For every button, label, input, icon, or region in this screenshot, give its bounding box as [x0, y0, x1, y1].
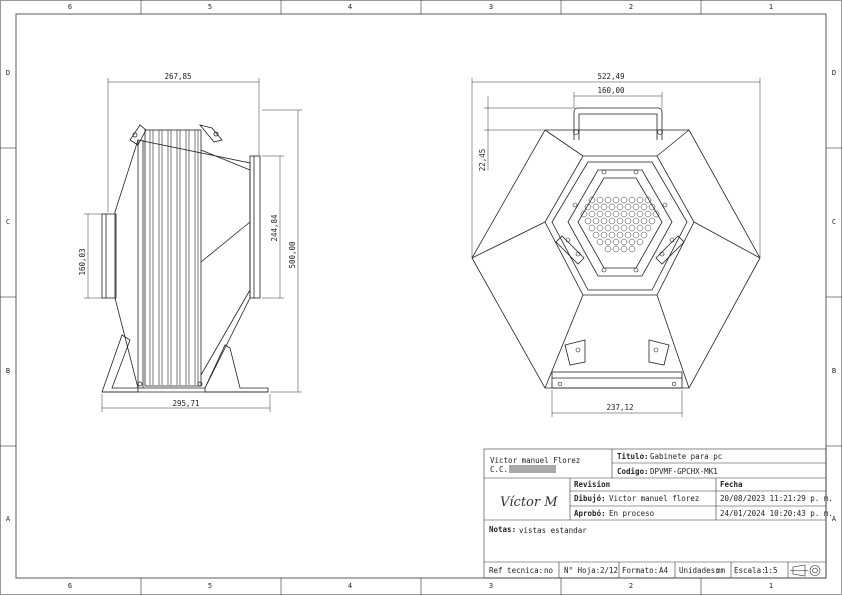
zone-col-label: 1 — [769, 582, 773, 590]
zone-row-label: C — [832, 218, 836, 226]
zone-row-label: D — [6, 69, 10, 77]
dim-front-handle-width: 160,00 — [597, 86, 625, 95]
title-label: Titulo: — [617, 452, 649, 461]
sheet-value: 2/12 — [600, 566, 618, 575]
dim-side-front-height: 160,03 — [78, 248, 87, 275]
author-name: Victor manuel Florez — [490, 456, 580, 465]
drew-value: Victor manuel florez — [609, 494, 699, 503]
title-block — [483, 448, 827, 579]
units-label: Unidades: — [679, 566, 720, 575]
dim-side-width: 267,85 — [164, 72, 191, 81]
ref-value: no — [544, 566, 554, 575]
approved-date: 24/01/2024 10:20:43 p. m. — [720, 509, 833, 518]
zone-col-label: 2 — [629, 582, 633, 590]
scale-label: Escala: — [734, 566, 766, 575]
notes-value: vistas estandar — [519, 526, 587, 535]
front-view — [471, 107, 761, 389]
zone-row-label: B — [832, 367, 836, 375]
redacted-id — [509, 465, 556, 473]
zone-col-label: 6 — [68, 582, 72, 590]
ref-label: Ref tecnica: — [489, 566, 543, 575]
zone-col-label: 2 — [629, 3, 633, 11]
dim-front-width: 522,49 — [597, 72, 624, 81]
front-view-dimensions — [471, 78, 761, 417]
zone-col-label: 6 — [68, 3, 72, 11]
title-value: Gabinete para pc — [650, 452, 722, 461]
zone-col-label: 3 — [489, 3, 493, 11]
dim-side-height: 500,00 — [288, 241, 297, 269]
zone-row-label: C — [6, 218, 10, 226]
code-value: DPVMF-GPCHX-MK1 — [650, 467, 718, 476]
notes-label: Notas: — [489, 525, 516, 534]
side-view-dimensions — [84, 78, 302, 412]
zone-col-label: 5 — [208, 3, 212, 11]
format-value: A4 — [659, 566, 669, 575]
zone-row-label: A — [6, 515, 11, 523]
dim-side-panel-height: 244,84 — [270, 214, 279, 242]
zone-col-label: 4 — [348, 3, 352, 11]
revision-label: Revision — [574, 480, 610, 489]
author-id-label: C.C. — [490, 465, 508, 474]
zone-col-label: 4 — [348, 582, 352, 590]
drew-label: Dibujó: — [574, 494, 606, 503]
dim-side-base-width: 295,71 — [172, 399, 199, 408]
units-value: mm — [716, 566, 726, 575]
drew-date: 20/08/2023 11:21:29 p. m. — [720, 494, 833, 503]
sheet-label: N° Hoja: — [564, 566, 600, 575]
zone-col-label: 1 — [769, 3, 773, 11]
zone-row-label: A — [832, 515, 837, 523]
date-label: Fecha — [720, 480, 743, 489]
format-label: Formato: — [622, 566, 658, 575]
projection-symbol-icon — [790, 564, 821, 577]
inner-border — [15, 13, 827, 579]
scale-value: 1:5 — [764, 566, 778, 575]
zone-col-label: 5 — [208, 582, 212, 590]
approved-value: En proceso — [609, 509, 655, 518]
zone-row-label: B — [6, 367, 10, 375]
signature: Víctor M — [500, 495, 558, 510]
code-label: Codigo: — [617, 467, 649, 476]
zone-col-label: 3 — [489, 582, 493, 590]
zone-row-label: D — [832, 69, 836, 77]
front-vent-grille — [580, 196, 660, 253]
side-view — [101, 124, 269, 393]
dim-front-handle-height: 22,45 — [478, 149, 487, 172]
front-view-screws — [557, 129, 677, 387]
dim-front-base-width: 237,12 — [606, 403, 633, 412]
approved-label: Aprobó: — [574, 509, 606, 518]
